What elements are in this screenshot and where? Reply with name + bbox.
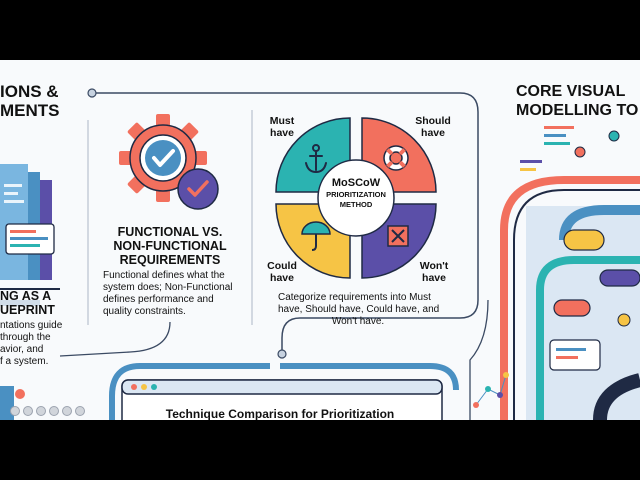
gear-check-icon <box>119 114 219 210</box>
slideshow-toolbar <box>10 406 85 418</box>
should-label-line2: have <box>421 127 445 139</box>
slide: IONS & MENTS NG AS A UEPRINT ntations gu… <box>0 60 640 420</box>
x-box-icon <box>387 225 409 247</box>
moscow-center-title: MoSCoW <box>331 177 381 189</box>
must-label-line2: have <box>270 127 294 139</box>
could-label-line1: Could <box>267 260 297 272</box>
toolbar-more-button[interactable] <box>75 406 85 416</box>
blueprint-desc-line3: avior, and <box>0 344 44 355</box>
anchor-icon <box>305 144 327 174</box>
blueprint-desc-line2: through the <box>0 332 51 343</box>
toolbar-pen-button[interactable] <box>36 406 46 416</box>
toolbar-zoom-button[interactable] <box>62 406 72 416</box>
toolbar-next-button[interactable] <box>23 406 33 416</box>
network-graphic <box>473 372 509 408</box>
moscow-desc-line2: have, Should have, Could have, and <box>278 304 440 315</box>
moscow-desc-line3: Won't have. <box>331 316 385 327</box>
functional-desc-line3: defines performance and <box>103 294 214 305</box>
functional-desc-line2: system does; Non-Functional <box>103 282 233 293</box>
left-title-line2: MENTS <box>0 101 60 120</box>
could-label-line2: have <box>270 272 294 284</box>
comparison-title: Technique Comparison for Prioritization <box>165 407 395 420</box>
comparison-frame <box>109 363 459 420</box>
should-label-line1: Should <box>415 115 451 127</box>
moscow-diagram <box>275 117 437 279</box>
connector-lines <box>59 88 489 420</box>
blueprint-desc-line1: ntations guide <box>0 320 63 331</box>
blueprint-illustration <box>0 164 60 306</box>
right-title-line2: MODELLING TO <box>516 102 639 119</box>
functional-title-line1: FUNCTIONAL VS. <box>117 225 223 239</box>
wont-label-line2: have <box>422 272 446 284</box>
functional-title-line2: NON-FUNCTIONAL <box>113 239 227 253</box>
functional-title-line3: REQUIREMENTS <box>119 253 221 267</box>
umbrella-icon <box>301 221 331 251</box>
right-title-line1: CORE VISUAL <box>516 83 626 100</box>
wont-label-line1: Won't <box>419 260 449 272</box>
lifebuoy-icon <box>383 145 409 171</box>
toolbar-grid-button[interactable] <box>49 406 59 416</box>
moscow-desc-line1: Categorize requirements into Must <box>278 292 431 303</box>
blueprint-title-line2: UEPRINT <box>0 303 55 317</box>
functional-desc-line1: Functional defines what the <box>103 270 225 281</box>
moscow-center-sub2: METHOD <box>339 200 373 209</box>
modelling-tools-illustration <box>500 126 640 420</box>
blueprint-desc-line4: f a system. <box>0 356 49 367</box>
blueprint-title-line1: NG AS A <box>0 289 52 303</box>
must-label-line1: Must <box>269 115 295 127</box>
toolbar-prev-button[interactable] <box>10 406 20 416</box>
functional-desc-line4: quality constraints. <box>103 306 186 317</box>
left-title-line1: IONS & <box>0 82 59 101</box>
moscow-center-sub1: PRIORITIZATION <box>326 190 386 199</box>
